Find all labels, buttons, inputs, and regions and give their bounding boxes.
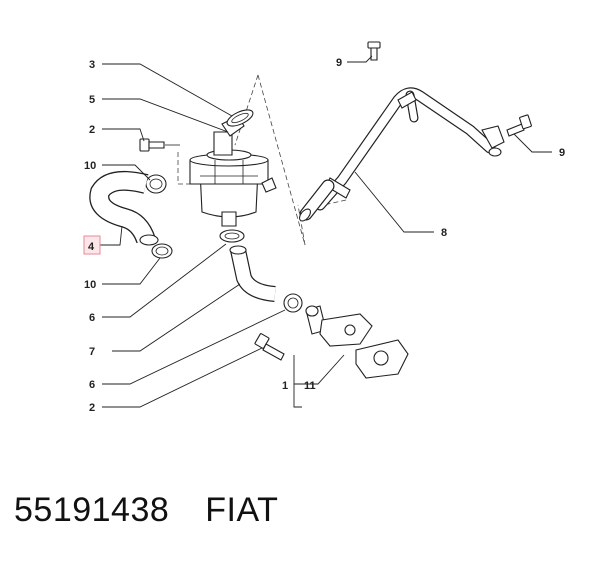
part-8-metal-pipe — [299, 87, 505, 222]
part-10-clamp-lower — [151, 243, 173, 259]
callout-2-lower: 2 — [89, 402, 95, 414]
callout-labels: 3 5 2 10 4 10 6 7 6 2 1 11 9 9 8 — [84, 57, 565, 414]
part-number: 55191438 — [14, 491, 170, 529]
callout-4: 4 — [88, 241, 95, 253]
callout-8: 8 — [441, 227, 447, 239]
highlight-box-part-4 — [83, 235, 101, 255]
callout-5: 5 — [89, 94, 95, 106]
part-11-gasket — [355, 339, 409, 379]
leader-lines — [100, 55, 552, 408]
callout-7: 7 — [89, 346, 95, 358]
callout-11: 11 — [304, 380, 316, 392]
part-2-bolt-lower — [254, 333, 285, 361]
callout-9-right: 9 — [559, 147, 565, 159]
part-3-clamp — [226, 109, 254, 127]
part-6-clamp-upper — [219, 229, 245, 243]
part-10-clamp-upper — [145, 174, 167, 194]
callout-6-upper: 6 — [89, 312, 95, 324]
part-1-fitting — [305, 305, 373, 347]
callout-9-top: 9 — [336, 57, 342, 69]
part-6-clamp-lower — [283, 293, 303, 313]
part-2-bolt-upper — [139, 138, 180, 152]
callout-6-lower: 6 — [89, 379, 95, 391]
oil-separator — [189, 115, 277, 227]
part-4-hose — [89, 170, 159, 246]
callout-1: 1 — [282, 380, 288, 392]
exploded-parts-diagram: 3 5 2 10 4 10 6 7 6 2 1 11 9 9 8 — [83, 41, 565, 414]
callout-3: 3 — [89, 59, 95, 71]
part-7-hose — [229, 245, 276, 302]
part-9-bolt-top — [367, 41, 381, 61]
callout-10-lower: 10 — [84, 279, 96, 291]
callout-2-upper: 2 — [89, 124, 95, 136]
callout-10-upper: 10 — [84, 160, 96, 172]
part-9-bolt-right — [506, 114, 532, 137]
part-caption: 55191438 FIAT — [14, 491, 278, 530]
brand-name: FIAT — [205, 491, 279, 529]
